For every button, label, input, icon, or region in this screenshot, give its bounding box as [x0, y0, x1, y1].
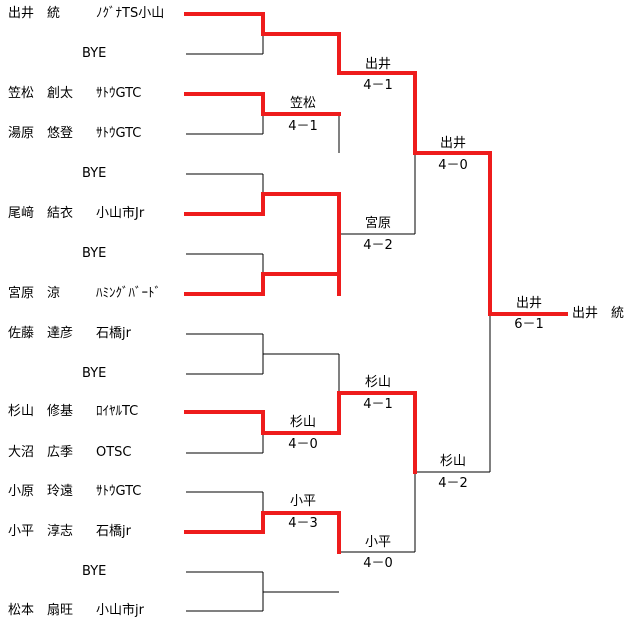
- player-club: ﾊﾐﾝｸﾞﾊﾞｰﾄﾞ: [96, 286, 161, 301]
- entry-9: 佐藤 達彦 石橋jr: [0, 324, 190, 344]
- player-name: 佐藤 達彦: [8, 326, 74, 341]
- player-club: 小山市jr: [96, 603, 144, 618]
- bye-label: BYE: [82, 366, 107, 381]
- match-score: 4－3: [288, 516, 318, 531]
- player-club: 小山市Jr: [96, 206, 145, 221]
- entry-3: 笠松 創太 ｻﾄｳGTC: [0, 84, 190, 104]
- match-winner: 杉山: [439, 454, 466, 469]
- champion-name: 出井 統: [572, 306, 625, 321]
- entry-2: BYE: [0, 44, 190, 64]
- player-name: 宮原 涼: [8, 286, 61, 301]
- match-score: 4－0: [438, 158, 468, 173]
- player-club: ﾉｸﾞﾅTS小山: [96, 6, 165, 21]
- match-winner: 出井: [364, 57, 391, 72]
- bye-label: BYE: [82, 166, 107, 181]
- match-winner: 杉山: [289, 415, 316, 430]
- player-club: ｻﾄｳGTC: [96, 86, 142, 101]
- entry-10: BYE: [0, 364, 190, 384]
- entry-12: 大沼 広季 OTSC: [0, 443, 190, 463]
- bye-label: BYE: [82, 46, 107, 61]
- entry-1: 出井 統 ﾉｸﾞﾅTS小山: [0, 4, 190, 24]
- player-club: ﾛｲﾔﾙTC: [96, 404, 139, 419]
- match-winner: 出井: [439, 136, 466, 151]
- match-winner: 小平: [289, 494, 316, 509]
- match-score: 6－1: [514, 317, 544, 332]
- entry-8: 宮原 涼 ﾊﾐﾝｸﾞﾊﾞｰﾄﾞ: [0, 284, 190, 304]
- match-winner: 出井: [515, 296, 542, 311]
- entry-15: BYE: [0, 562, 190, 582]
- entry-16: 松本 扇旺 小山市jr: [0, 601, 190, 621]
- player-name: 大沼 広季: [8, 445, 74, 460]
- entry-11: 杉山 修基 ﾛｲﾔﾙTC: [0, 402, 190, 422]
- match-score: 4－1: [288, 119, 318, 134]
- player-name: 湯原 悠登: [8, 126, 74, 141]
- entry-14: 小平 淳志 石橋jr: [0, 522, 190, 542]
- match-score: 4－2: [363, 238, 393, 253]
- player-name: 尾﨑 結衣: [8, 206, 74, 221]
- player-name: 小原 玲遠: [8, 484, 74, 499]
- match-score: 4－0: [288, 437, 318, 452]
- entry-7: BYE: [0, 244, 190, 264]
- match-winner: 宮原: [364, 216, 391, 231]
- player-name: 松本 扇旺: [8, 603, 74, 618]
- player-club: ｻﾄｳGTC: [96, 484, 142, 499]
- entry-4: 湯原 悠登 ｻﾄｳGTC: [0, 124, 190, 144]
- match-score: 4－1: [363, 397, 393, 412]
- player-club: 石橋jr: [96, 524, 131, 539]
- match-winner: 杉山: [364, 375, 391, 390]
- match-winner: 笠松: [289, 96, 316, 111]
- match-winner: 小平: [364, 535, 391, 550]
- entry-6: 尾﨑 結衣 小山市Jr: [0, 204, 190, 224]
- bye-label: BYE: [82, 564, 107, 579]
- player-club: OTSC: [96, 445, 132, 460]
- match-score: 4－1: [363, 78, 393, 93]
- player-club: 石橋jr: [96, 326, 131, 341]
- player-name: 小平 淳志: [8, 524, 74, 539]
- entry-13: 小原 玲遠 ｻﾄｳGTC: [0, 482, 190, 502]
- player-name: 出井 統: [8, 6, 61, 21]
- player-name: 笠松 創太: [8, 86, 74, 101]
- entry-5: BYE: [0, 164, 190, 184]
- match-score: 4－2: [438, 476, 468, 491]
- player-name: 杉山 修基: [8, 404, 74, 419]
- player-club: ｻﾄｳGTC: [96, 126, 142, 141]
- match-score: 4－0: [363, 556, 393, 571]
- bye-label: BYE: [82, 246, 107, 261]
